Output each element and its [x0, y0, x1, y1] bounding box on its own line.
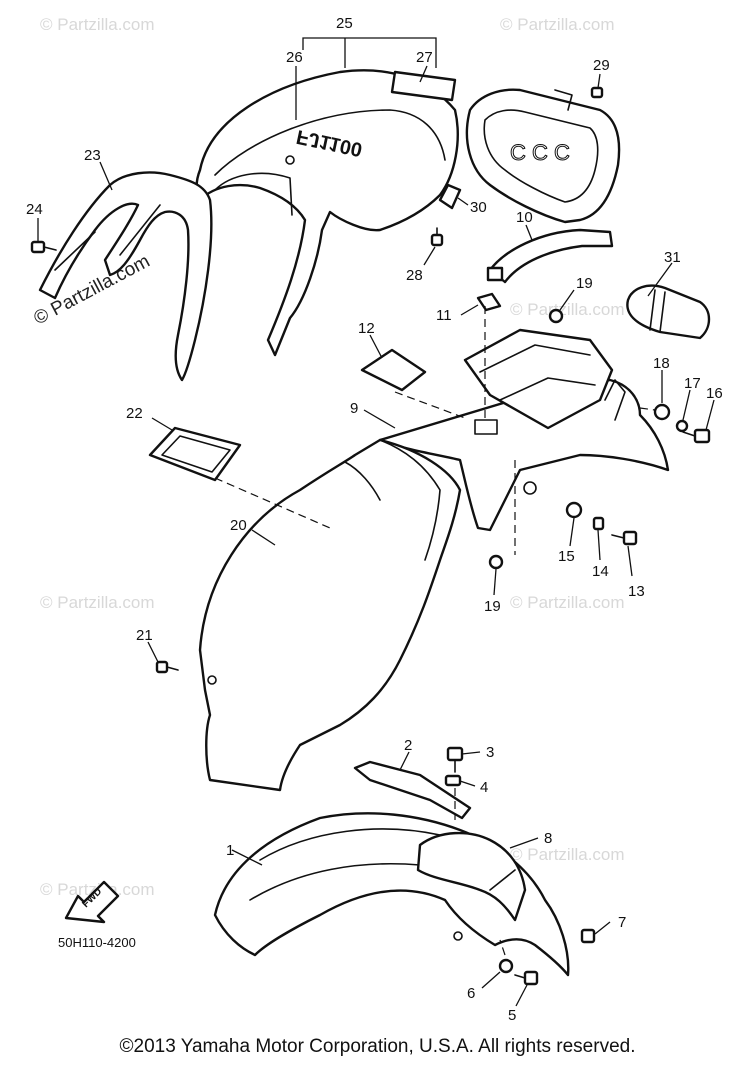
bolt-5	[514, 970, 539, 986]
bracket-2	[353, 760, 472, 820]
grommet-19-lower	[488, 554, 504, 570]
copyright-notice: ©2013 Yamaha Motor Corporation, U.S.A. A…	[119, 1036, 636, 1057]
callout-numbers: 1 2 3 4 5 6 7 8 9 10 11 12 13 14 15 16 1…	[26, 15, 723, 1024]
rear-fender-9	[378, 328, 670, 532]
collar-4	[444, 774, 462, 787]
leader-lines	[37, 65, 715, 1007]
callout-2: 2	[404, 737, 412, 754]
watermark-text: © Partzilla.com	[510, 593, 625, 612]
callout-13: 13	[628, 583, 645, 600]
callout-9: 9	[350, 400, 358, 417]
collar-14	[592, 516, 605, 531]
callout-19-upper: 19	[576, 275, 593, 292]
watermark-text: © Partzilla.com	[510, 845, 625, 864]
watermark-text: © Partzilla.com	[500, 15, 615, 34]
callout-25: 25	[336, 15, 353, 32]
callout-22: 22	[126, 405, 143, 422]
bolt-21	[155, 660, 179, 674]
bracket-11	[476, 292, 502, 312]
watermark-text: © Partzilla.com	[40, 593, 155, 612]
callout-31: 31	[664, 249, 681, 266]
callout-bracket-25	[302, 37, 437, 68]
callout-1: 1	[226, 842, 234, 859]
callout-19-lower: 19	[484, 598, 501, 615]
callout-4: 4	[480, 779, 488, 796]
svg-text:C C C: C C C	[510, 140, 570, 165]
callout-16: 16	[706, 385, 723, 402]
pad-12	[360, 348, 427, 392]
callout-6: 6	[467, 985, 475, 1002]
callout-11: 11	[436, 307, 452, 324]
bolt-28	[430, 227, 444, 247]
callout-28: 28	[406, 267, 423, 284]
callout-3: 3	[486, 744, 494, 761]
callout-30: 30	[470, 199, 487, 216]
bolt-3	[446, 746, 464, 773]
callout-14: 14	[592, 563, 609, 580]
callout-21: 21	[136, 627, 153, 644]
rear-flap-20	[198, 438, 462, 792]
callout-10: 10	[516, 209, 533, 226]
grab-bar	[38, 171, 213, 382]
callout-27: 27	[416, 49, 433, 66]
washer-17	[675, 419, 689, 433]
callout-15: 15	[558, 548, 575, 565]
fender-plate-8	[416, 831, 527, 922]
callout-7: 7	[618, 914, 626, 931]
callout-17: 17	[684, 375, 701, 392]
callout-23: 23	[84, 147, 101, 164]
strap-10	[486, 228, 614, 284]
bolt-13	[611, 530, 638, 546]
callout-8: 8	[544, 830, 552, 847]
callout-18: 18	[653, 355, 670, 372]
callout-24: 24	[26, 201, 43, 218]
grommet-19-upper	[548, 308, 564, 324]
washer-6	[498, 958, 514, 974]
seat-emblem	[390, 70, 457, 102]
watermark-text: © Partzilla.com	[40, 15, 155, 34]
callout-5: 5	[508, 1007, 516, 1024]
mudguard-22	[148, 426, 242, 482]
bolt-24	[30, 240, 57, 254]
bolt-16	[682, 428, 711, 444]
watermark-text: © Partzilla.com	[510, 300, 625, 319]
nut-7	[580, 928, 596, 944]
screw-29	[590, 86, 604, 99]
clip-30	[438, 183, 462, 210]
taillight-cover: C C C	[465, 88, 621, 224]
assembly-lines	[214, 306, 656, 956]
callout-26: 26	[286, 49, 303, 66]
callout-29: 29	[593, 57, 610, 74]
callout-12: 12	[358, 320, 375, 337]
grommet-18	[653, 403, 671, 421]
diagram-code: 50H110-4200	[58, 935, 136, 950]
callout-20: 20	[230, 517, 247, 534]
grommet-15	[565, 501, 583, 519]
seat-cowl: FJ1100	[195, 69, 459, 357]
tool-bag-31	[626, 284, 711, 340]
